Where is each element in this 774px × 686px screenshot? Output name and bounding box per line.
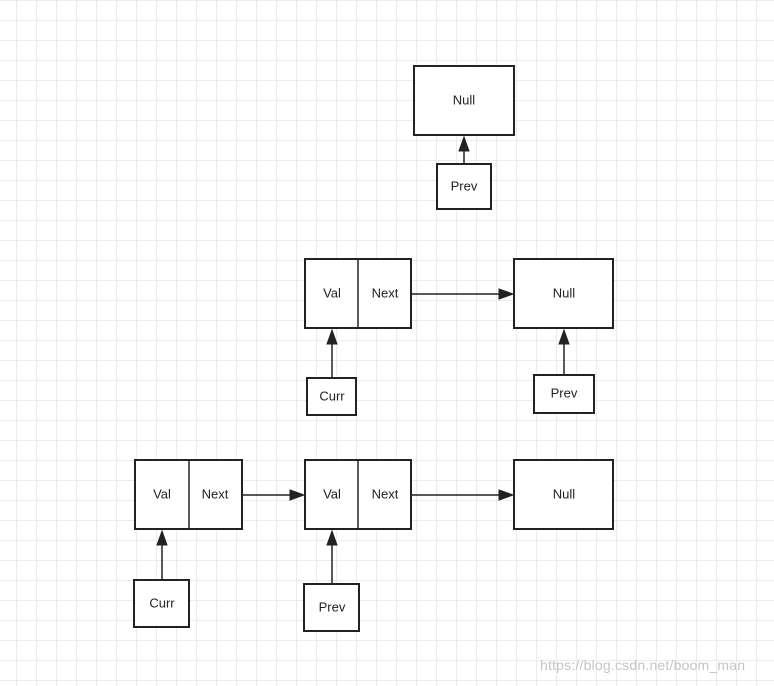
null-label-mid: Null (553, 285, 576, 300)
next-label-bottom-1: Next (202, 486, 229, 501)
next-label-bottom-2: Next (372, 486, 399, 501)
curr-label-bottom: Curr (149, 595, 175, 610)
null-label-top: Null (453, 92, 476, 107)
arrow-prev-bottom-to-node-2 (326, 529, 338, 584)
list-node-bottom-1: Val Next (134, 459, 243, 530)
arrow-curr-bottom-to-node-1 (156, 529, 168, 580)
null-node-bottom: Null (513, 459, 614, 530)
curr-pointer-mid: Curr (306, 377, 357, 416)
next-label-mid: Next (372, 285, 399, 300)
null-label-bottom: Null (553, 486, 576, 501)
prev-label-mid: Prev (551, 385, 578, 400)
prev-pointer-mid: Prev (533, 374, 595, 414)
null-node-top: Null (413, 65, 515, 136)
prev-label-top: Prev (451, 178, 478, 193)
val-label-mid: Val (323, 285, 341, 300)
arrow-curr-mid-to-node (326, 328, 338, 378)
null-node-mid: Null (513, 258, 614, 329)
arrow-prev-mid-to-null (558, 328, 570, 375)
prev-pointer-top: Prev (436, 163, 492, 210)
prev-pointer-bottom: Prev (303, 583, 360, 632)
arrow-bottom-1-to-bottom-2 (242, 489, 306, 501)
val-label-bottom-1: Val (153, 486, 171, 501)
arrow-bottom-2-to-null (411, 489, 515, 501)
val-label-bottom-2: Val (323, 486, 341, 501)
list-node-bottom-2: Val Next (304, 459, 412, 530)
watermark-text: https://blog.csdn.net/boom_man (540, 657, 746, 673)
prev-label-bottom: Prev (319, 599, 346, 614)
list-node-mid: Val Next (304, 258, 412, 329)
curr-pointer-bottom: Curr (133, 579, 190, 628)
arrow-prev-top-to-null (458, 135, 470, 164)
curr-label-mid: Curr (319, 388, 345, 403)
arrow-mid-node-to-null (411, 288, 515, 300)
